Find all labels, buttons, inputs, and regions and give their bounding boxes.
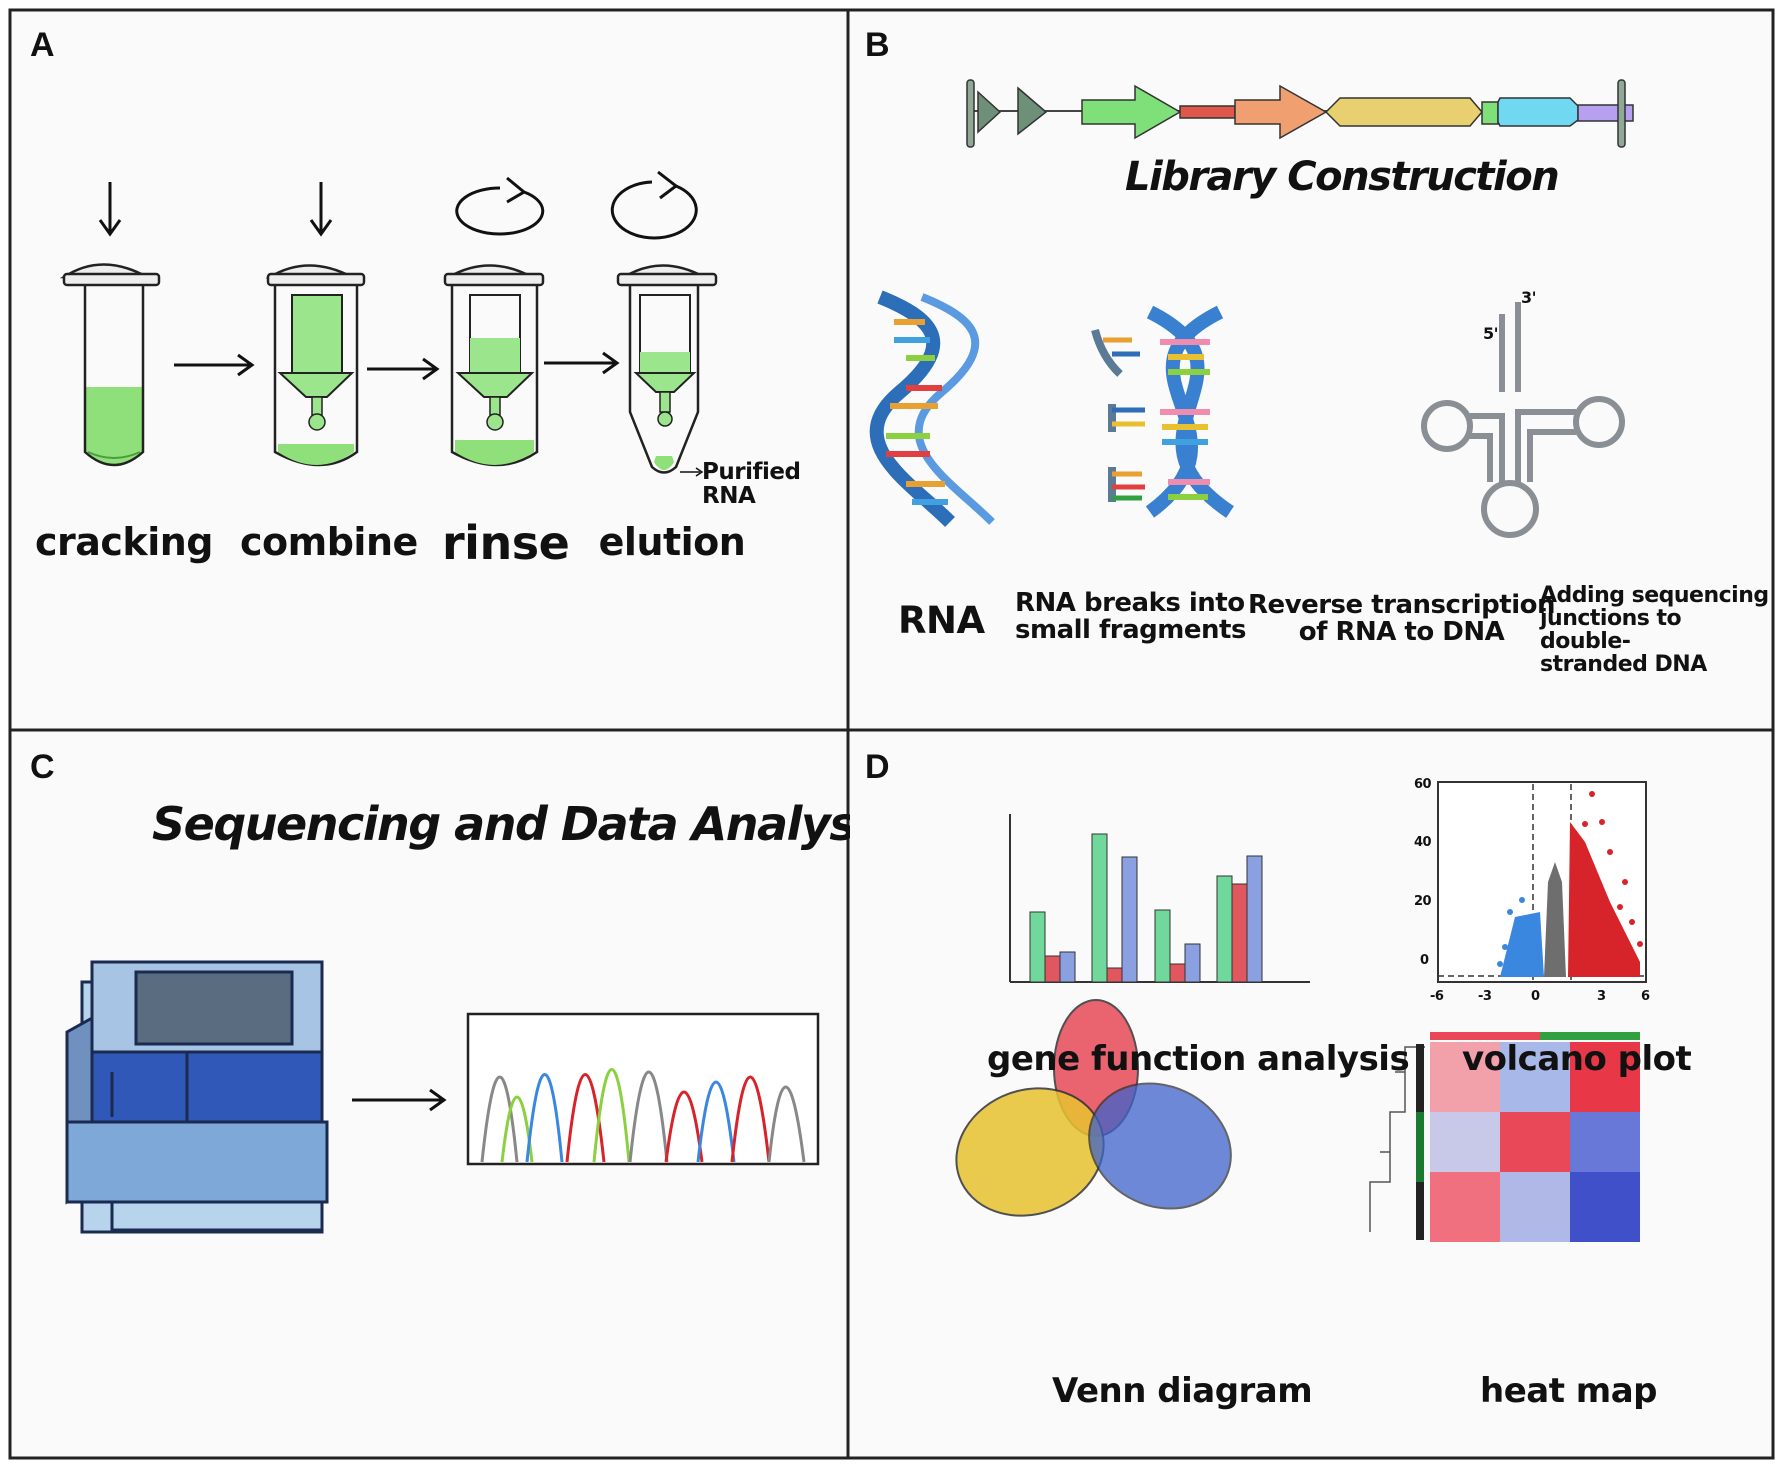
tube-rinse <box>443 264 545 467</box>
caption-rna: RNA <box>898 599 985 642</box>
volcano-plot-icon <box>1437 781 1647 983</box>
sequencer-machine-icon <box>65 960 329 1234</box>
step-label-rinse: rinse <box>442 516 570 570</box>
library-steps-illustration <box>869 290 1625 538</box>
sequencing-analysis-title: Sequencing and Data Analysis <box>152 797 897 851</box>
rna-fragments-icon <box>1091 328 1145 502</box>
volcano-x-tick-0: 0 <box>1531 989 1540 1004</box>
panel-a: A <box>12 12 846 728</box>
library-construction-title: Library Construction <box>1125 154 1560 200</box>
caption-reverse-line1: Reverse transcription <box>1248 590 1555 620</box>
label-venn-diagram: Venn diagram <box>1052 1371 1313 1411</box>
heat-map-icon <box>1369 1032 1640 1242</box>
gene-function-bar-icon <box>1009 814 1310 983</box>
caption-adding-line2: junctions to double- <box>1540 606 1682 655</box>
right-arrow-icon <box>174 353 255 377</box>
dna-double-helix-icon <box>1145 305 1234 518</box>
caption-reverse-transcription: Reverse transcription of RNA to DNA <box>1248 590 1555 648</box>
tube-combine <box>265 264 366 467</box>
volcano-y-tick-60: 60 <box>1414 777 1432 792</box>
panel-d: D <box>850 732 1771 1456</box>
panel-letter-a: A <box>30 26 55 64</box>
venn-diagram-icon <box>955 999 1232 1217</box>
panel-letter-b: B <box>865 26 890 64</box>
analysis-illustrations <box>955 781 1647 1242</box>
volcano-y-tick-0: 0 <box>1420 953 1429 968</box>
down-arrow-icon <box>309 182 333 237</box>
caption-fragments-line2: small fragments <box>1015 615 1246 646</box>
tube-elution <box>616 264 718 477</box>
library-construct-map <box>966 79 1634 148</box>
volcano-x-tick-m6: -6 <box>1430 989 1444 1004</box>
panel-b: B Library Construction <box>850 12 1771 728</box>
volcano-y-tick-20: 20 <box>1414 894 1432 909</box>
right-arrow-icon <box>544 351 620 375</box>
volcano-x-tick-6: 6 <box>1641 989 1650 1004</box>
step-label-cracking: cracking <box>35 520 213 564</box>
caption-reverse-line2: of RNA to DNA <box>1298 617 1505 648</box>
step-label-elution: elution <box>598 520 746 564</box>
rotate-icon <box>610 170 698 240</box>
sequencer-illustration <box>65 960 820 1234</box>
panel-letter-c: C <box>30 748 55 786</box>
volcano-x-tick-m3: -3 <box>1478 989 1492 1004</box>
label-volcano-plot: volcano plot <box>1462 1039 1692 1079</box>
caption-adding-line3: stranded DNA <box>1540 652 1707 678</box>
down-arrow-icon <box>98 182 122 237</box>
junction-label-5prime: 5' <box>1483 324 1499 343</box>
caption-fragments: RNA breaks into small fragments <box>1015 588 1246 646</box>
label-gene-function-analysis: gene function analysis <box>987 1039 1410 1079</box>
tube-cracking <box>59 263 161 467</box>
panel-c: C Sequencing and Data Analysis <box>12 732 897 1456</box>
junction-label-3prime: 3' <box>1521 288 1537 307</box>
right-arrow-icon <box>367 357 440 381</box>
rna-extraction-diagram <box>59 170 718 477</box>
panel-letter-d: D <box>865 748 890 786</box>
purified-rna-label: Purified RNA <box>702 459 801 510</box>
volcano-x-tick-3: 3 <box>1597 989 1606 1004</box>
right-arrow-icon <box>352 1088 447 1112</box>
chromatogram-box <box>466 1012 820 1166</box>
adapter-junction-icon <box>1421 302 1625 538</box>
step-label-combine: combine <box>240 520 418 564</box>
volcano-y-tick-40: 40 <box>1414 835 1432 850</box>
label-heat-map: heat map <box>1480 1371 1658 1411</box>
caption-fragments-line1: RNA breaks into <box>1015 588 1245 618</box>
caption-adding-junctions: Adding sequencing junctions to double- s… <box>1540 584 1771 676</box>
rna-helix-icon <box>869 290 995 527</box>
rotate-icon <box>455 176 545 236</box>
caption-adding-line1: Adding sequencing <box>1540 583 1769 608</box>
